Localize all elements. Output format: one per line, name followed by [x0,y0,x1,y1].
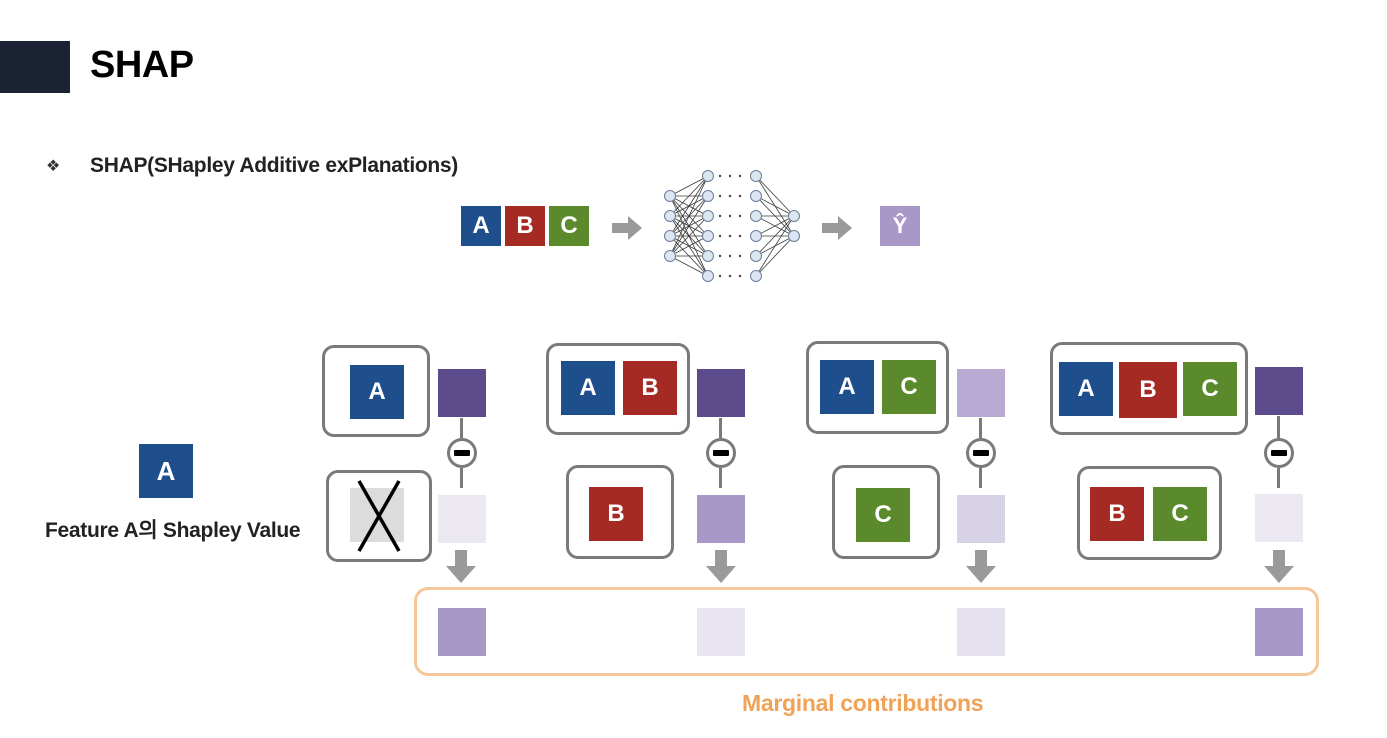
arrow-down-icon [446,550,476,583]
marginal-contribution-2 [697,608,745,656]
coalition-square-c: C [1183,362,1237,416]
coalition-square-a: A [561,361,615,415]
minus-icon [966,438,996,468]
feature-a-square: A [139,444,193,498]
coalition-square-b: B [1090,487,1144,541]
arrow-down-icon [706,550,736,583]
minus-icon [706,438,736,468]
bullet-icon: ❖ [46,158,61,175]
coalition-square-b: B [589,487,643,541]
page-title: SHAP [90,44,194,86]
connector-line [1277,468,1280,488]
marginal-contribution-3 [957,608,1005,656]
minus-icon [1264,438,1294,468]
output-with [697,369,745,417]
coalition-square-a: A [820,360,874,414]
coalition-square-a: A [350,365,404,419]
minus-icon [447,438,477,468]
marginal-contributions-box [414,587,1319,676]
output-without [438,495,486,543]
output-without [1255,494,1303,542]
arrow-down-icon [1264,550,1294,583]
connector-line [979,418,982,438]
marginal-contribution-1 [438,608,486,656]
coalition-square-b: B [623,361,677,415]
output-with [957,369,1005,417]
coalition-square-c: C [1153,487,1207,541]
connector-line [719,418,722,438]
arrow-right-icon [612,216,642,240]
coalition-square-b: B [1119,362,1177,418]
title-accent-bar [0,41,70,93]
connector-line [719,468,722,488]
coalition-square-c: C [856,488,910,542]
connector-line [460,468,463,488]
output-without [957,495,1005,543]
output-with [438,369,486,417]
connector-line [1277,416,1280,438]
arrow-down-icon [966,550,996,583]
cross-icon [357,480,401,552]
coalition-square-a: A [1059,362,1113,416]
coalition-square-c: C [882,360,936,414]
output-with [1255,367,1303,415]
pipeline-input-b: B [505,206,545,246]
output-without [697,495,745,543]
marginal-contributions-label: Marginal contributions [742,690,984,716]
prediction-output: Ŷ [880,206,920,246]
marginal-contribution-4 [1255,608,1303,656]
pipeline-input-c: C [549,206,589,246]
section-subtitle: SHAP(SHapley Additive exPlanations) [90,154,458,177]
shapley-value-label: Feature A의 Shapley Value [45,519,301,542]
neural-network-icon [664,170,800,282]
arrow-right-icon [822,216,852,240]
connector-line [460,418,463,438]
pipeline-input-a: A [461,206,501,246]
connector-line [979,468,982,488]
